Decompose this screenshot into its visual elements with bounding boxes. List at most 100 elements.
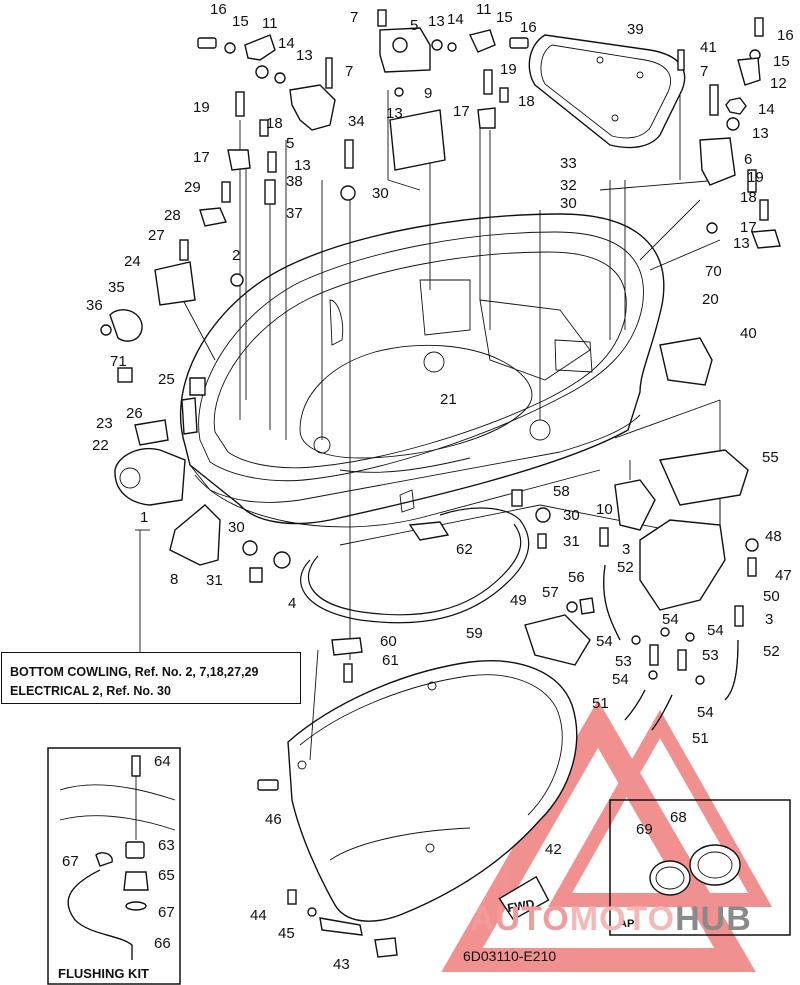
- bottom-cover-42: [287, 660, 578, 922]
- callout-69: 69: [636, 821, 653, 838]
- diagram-code: 6D03110-E210: [463, 948, 557, 964]
- callout-48: 48: [765, 528, 782, 545]
- callout-54: 54: [612, 671, 629, 688]
- callout-13: 13: [752, 125, 769, 142]
- callout-13: 13: [428, 13, 445, 30]
- callout-28: 28: [164, 207, 181, 224]
- callout-70: 70: [705, 263, 722, 280]
- callout-63: 63: [158, 837, 175, 854]
- callout-numbers: 16 15 11 14 13 7 7 5 13 14 11 15 16 39 4…: [62, 1, 794, 973]
- ap-label: AP: [619, 918, 635, 930]
- top-right-bracket-group: [677, 17, 781, 249]
- watermark-text: AUTOMOTOHUB: [470, 900, 752, 939]
- callout-55: 55: [762, 449, 779, 466]
- callout-53: 53: [615, 653, 632, 670]
- reference-note-box: BOTTOM COWLING, Ref. No. 2, 7,18,27,29 E…: [1, 652, 301, 704]
- callout-61: 61: [382, 652, 399, 669]
- callout-30: 30: [372, 185, 389, 202]
- callout-71: 71: [110, 353, 127, 370]
- reference-note-line-2: ELECTRICAL 2, Ref. No. 30: [10, 684, 171, 698]
- callout-13: 13: [294, 157, 311, 174]
- callout-7: 7: [350, 9, 358, 26]
- callout-39: 39: [627, 21, 644, 38]
- callout-19: 19: [747, 169, 764, 186]
- callout-3: 3: [765, 611, 773, 628]
- callout-54: 54: [707, 622, 724, 639]
- callout-17: 17: [453, 103, 470, 120]
- callout-66: 66: [154, 935, 171, 952]
- callout-30: 30: [228, 519, 245, 536]
- callout-53: 53: [702, 647, 719, 664]
- callout-58: 58: [553, 483, 570, 500]
- callout-26: 26: [126, 405, 143, 422]
- callout-25: 25: [158, 371, 175, 388]
- callout-13: 13: [296, 47, 313, 64]
- callout-17: 17: [193, 149, 210, 166]
- callout-59: 59: [466, 625, 483, 642]
- callout-30: 30: [563, 507, 580, 524]
- callout-16: 16: [210, 1, 227, 18]
- callout-47: 47: [775, 567, 792, 584]
- callout-18: 18: [740, 189, 757, 206]
- callout-33: 33: [560, 155, 577, 172]
- callout-16: 16: [520, 19, 537, 36]
- callout-64: 64: [154, 753, 171, 770]
- callout-27: 27: [148, 227, 165, 244]
- left-side-parts: [114, 367, 206, 506]
- cover-plate-39: [528, 34, 686, 149]
- callout-67: 67: [158, 904, 175, 921]
- callout-16: 16: [777, 27, 794, 44]
- callout-57: 57: [542, 584, 559, 601]
- callout-7: 7: [345, 63, 353, 80]
- callout-38: 38: [286, 173, 303, 190]
- callout-60: 60: [380, 633, 397, 650]
- right-side-parts: [524, 337, 759, 731]
- callout-50: 50: [763, 588, 780, 605]
- lower-center-parts: [331, 489, 551, 683]
- callout-20: 20: [702, 291, 719, 308]
- callout-29: 29: [184, 179, 201, 196]
- callout-37: 37: [286, 205, 303, 222]
- callout-43: 43: [333, 956, 350, 973]
- bottom-parts: [257, 779, 550, 958]
- reference-note-line-1: BOTTOM COWLING, Ref. No. 2, 7,18,27,29: [10, 665, 259, 679]
- callout-3: 3: [622, 541, 630, 558]
- callout-12: 12: [770, 75, 787, 92]
- callout-9: 9: [424, 85, 432, 102]
- callout-42: 42: [545, 841, 562, 858]
- callout-7: 7: [700, 63, 708, 80]
- callout-18: 18: [518, 93, 535, 110]
- callout-35: 35: [108, 279, 125, 296]
- callout-17: 17: [740, 219, 757, 236]
- bottom-cowling: [179, 213, 665, 528]
- callout-1: 1: [140, 509, 148, 526]
- flushing-kit-inset: [47, 747, 181, 985]
- callout-13: 13: [386, 105, 403, 122]
- callout-65: 65: [158, 867, 175, 884]
- callout-8: 8: [170, 571, 178, 588]
- callout-52: 52: [617, 559, 634, 576]
- callout-54: 54: [596, 633, 613, 650]
- callout-40: 40: [740, 325, 757, 342]
- fwd-label: FWD: [506, 897, 536, 916]
- watermark-auto: AUTO: [470, 900, 570, 938]
- callout-2: 2: [232, 247, 240, 264]
- callout-36: 36: [86, 297, 103, 314]
- watermark-moto: MOTO: [569, 900, 676, 938]
- callout-62: 62: [456, 541, 473, 558]
- callout-32: 32: [560, 177, 577, 194]
- callout-51: 51: [692, 730, 709, 747]
- callout-45: 45: [278, 925, 295, 942]
- callout-44: 44: [250, 907, 267, 924]
- callout-68: 68: [670, 809, 687, 826]
- callout-15: 15: [773, 53, 790, 70]
- callout-54: 54: [662, 611, 679, 628]
- callout-21: 21: [440, 391, 457, 408]
- top-left-bracket-group: [100, 34, 356, 342]
- callout-34: 34: [348, 113, 365, 130]
- callout-46: 46: [265, 811, 282, 828]
- callout-19: 19: [193, 99, 210, 116]
- callout-56: 56: [568, 569, 585, 586]
- callout-41: 41: [700, 39, 717, 56]
